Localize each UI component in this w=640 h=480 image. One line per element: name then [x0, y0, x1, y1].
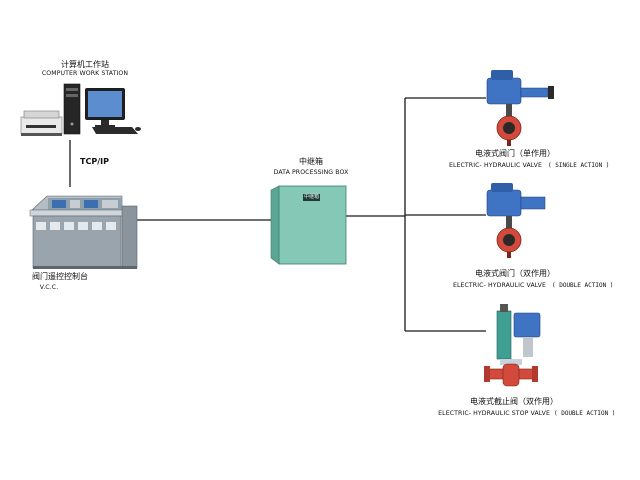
data-processing-box	[270, 185, 347, 265]
valve-3-action: ( DOUBLE ACTION )	[554, 410, 616, 417]
printer-icon	[20, 110, 63, 136]
console-label-en: V.C.C.	[39, 284, 59, 291]
workstation-label-en: COMPUTER WORK STATION	[41, 70, 129, 77]
valve-2-label-cn: 电液式阀门（双作用）	[475, 269, 555, 278]
control-console	[29, 195, 138, 269]
monitor-icon	[85, 88, 125, 128]
valve-2-action: ( DOUBLE ACTION )	[552, 282, 614, 289]
valve-single-action-icon	[486, 70, 554, 146]
box-label-cn: 中继箱	[299, 157, 323, 166]
link-protocol-label: TCP/IP	[80, 157, 109, 166]
connection-lines	[69, 97, 486, 332]
computer-workstation	[20, 83, 141, 136]
valve-3-label-cn: 电液式截止阀（双作用）	[470, 397, 558, 406]
valve-1-label-en: ELECTRIC- HYDRAULIC VALVE	[448, 162, 542, 169]
pc-tower-icon	[63, 83, 81, 135]
box-nameplate	[303, 194, 320, 201]
box-label-en: DATA PROCESSING BOX	[273, 169, 349, 176]
valve-double-action-icon	[486, 183, 546, 258]
valve-3-label-en: ELECTRIC- HYDRAULIC STOP VALVE	[438, 410, 550, 417]
stop-valve-double-action-icon	[484, 304, 541, 387]
console-label-cn: 阀门遥控控制台	[32, 272, 88, 281]
valve-1-action: ( SINGLE ACTION )	[548, 162, 610, 169]
workstation-label-cn: 计算机工作站	[61, 60, 109, 69]
valve-1-label-cn: 电液式阀门（单作用）	[475, 149, 555, 158]
keyboard-icon	[92, 127, 141, 134]
valve-2-label-en: ELECTRIC- HYDRAULIC VALVE	[452, 282, 546, 289]
box-nameplate-text: 中继箱	[303, 194, 319, 200]
